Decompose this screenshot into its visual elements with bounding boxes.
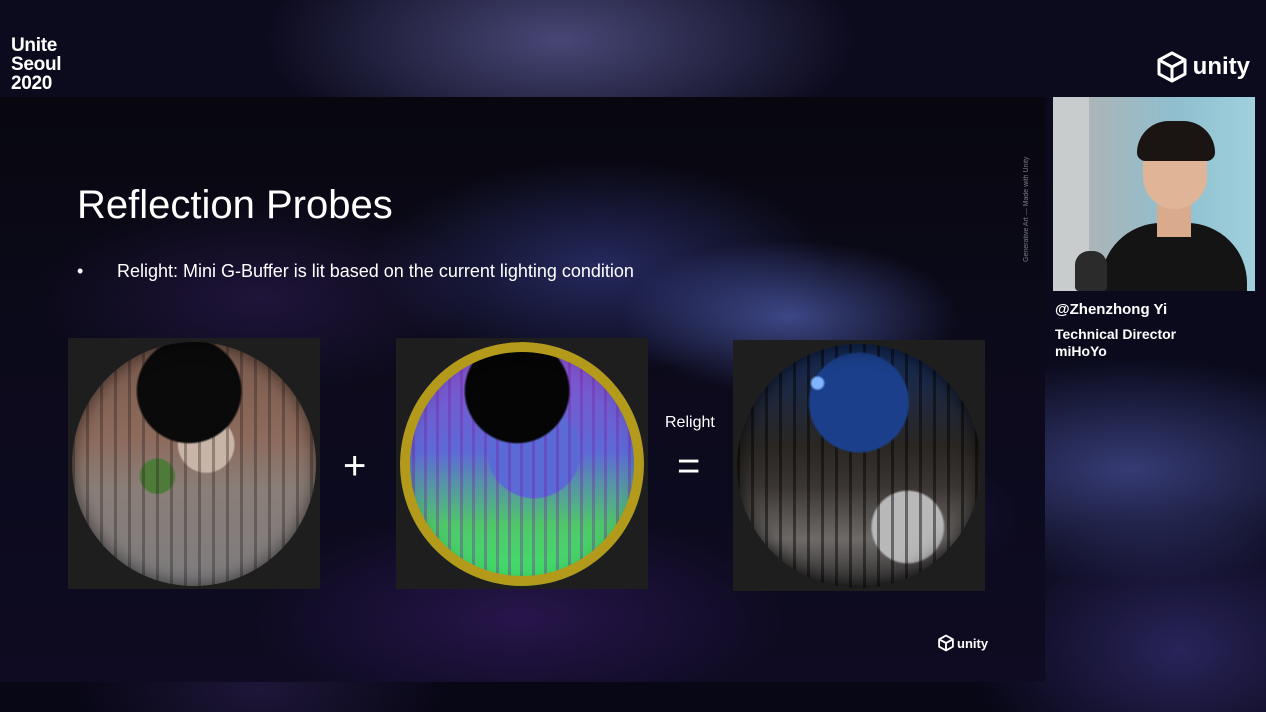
speaker-company: miHoYo (1055, 343, 1107, 359)
webcam-speaker-hair (1137, 121, 1215, 161)
presentation-slide: Reflection Probes • Relight: Mini G-Buff… (0, 97, 1045, 682)
slide-title: Reflection Probes (77, 183, 393, 227)
unity-logo-text: unity (1192, 53, 1250, 80)
speaker-webcam-feed (1053, 97, 1255, 291)
speaker-handle: @Zhenzhong Yi (1055, 301, 1168, 318)
slide-unity-logo: unity (937, 634, 988, 652)
brand-line-3: 2020 (11, 73, 53, 94)
bullet-dot: • (77, 261, 84, 281)
equals-sign: = (677, 444, 701, 488)
unity-logo-top: unity (1155, 50, 1250, 84)
speaker-role: Technical Director (1055, 326, 1177, 342)
brand-line-1: Unite (11, 35, 58, 56)
unite-seoul-2020-brand: Unite Seoul 2020 (11, 35, 62, 94)
unity-cube-icon (1157, 51, 1187, 83)
relit-probe-image (733, 340, 985, 591)
brand-line-2: Seoul (11, 54, 62, 75)
albedo-sphere (72, 341, 316, 586)
bullet-item: • Relight: Mini G-Buffer is lit based on… (77, 261, 634, 282)
albedo-probe-image (68, 338, 320, 589)
webcam-speaker-neck (1157, 205, 1191, 237)
relight-label: Relight (665, 414, 715, 431)
unity-cube-icon-small (938, 634, 954, 652)
slide-unity-text: unity (957, 635, 989, 651)
microphone (1075, 251, 1107, 291)
vertical-credit-text: Generative Art — Made with Unity (1023, 156, 1030, 262)
speaker-caption: @Zhenzhong Yi Technical Director miHoYo (1055, 301, 1176, 360)
bullet-text: Relight: Mini G-Buffer is lit based on t… (117, 261, 634, 281)
plus-sign: + (343, 444, 367, 488)
normal-sphere (400, 341, 644, 586)
normal-probe-image (396, 338, 648, 589)
relit-sphere (737, 343, 981, 588)
